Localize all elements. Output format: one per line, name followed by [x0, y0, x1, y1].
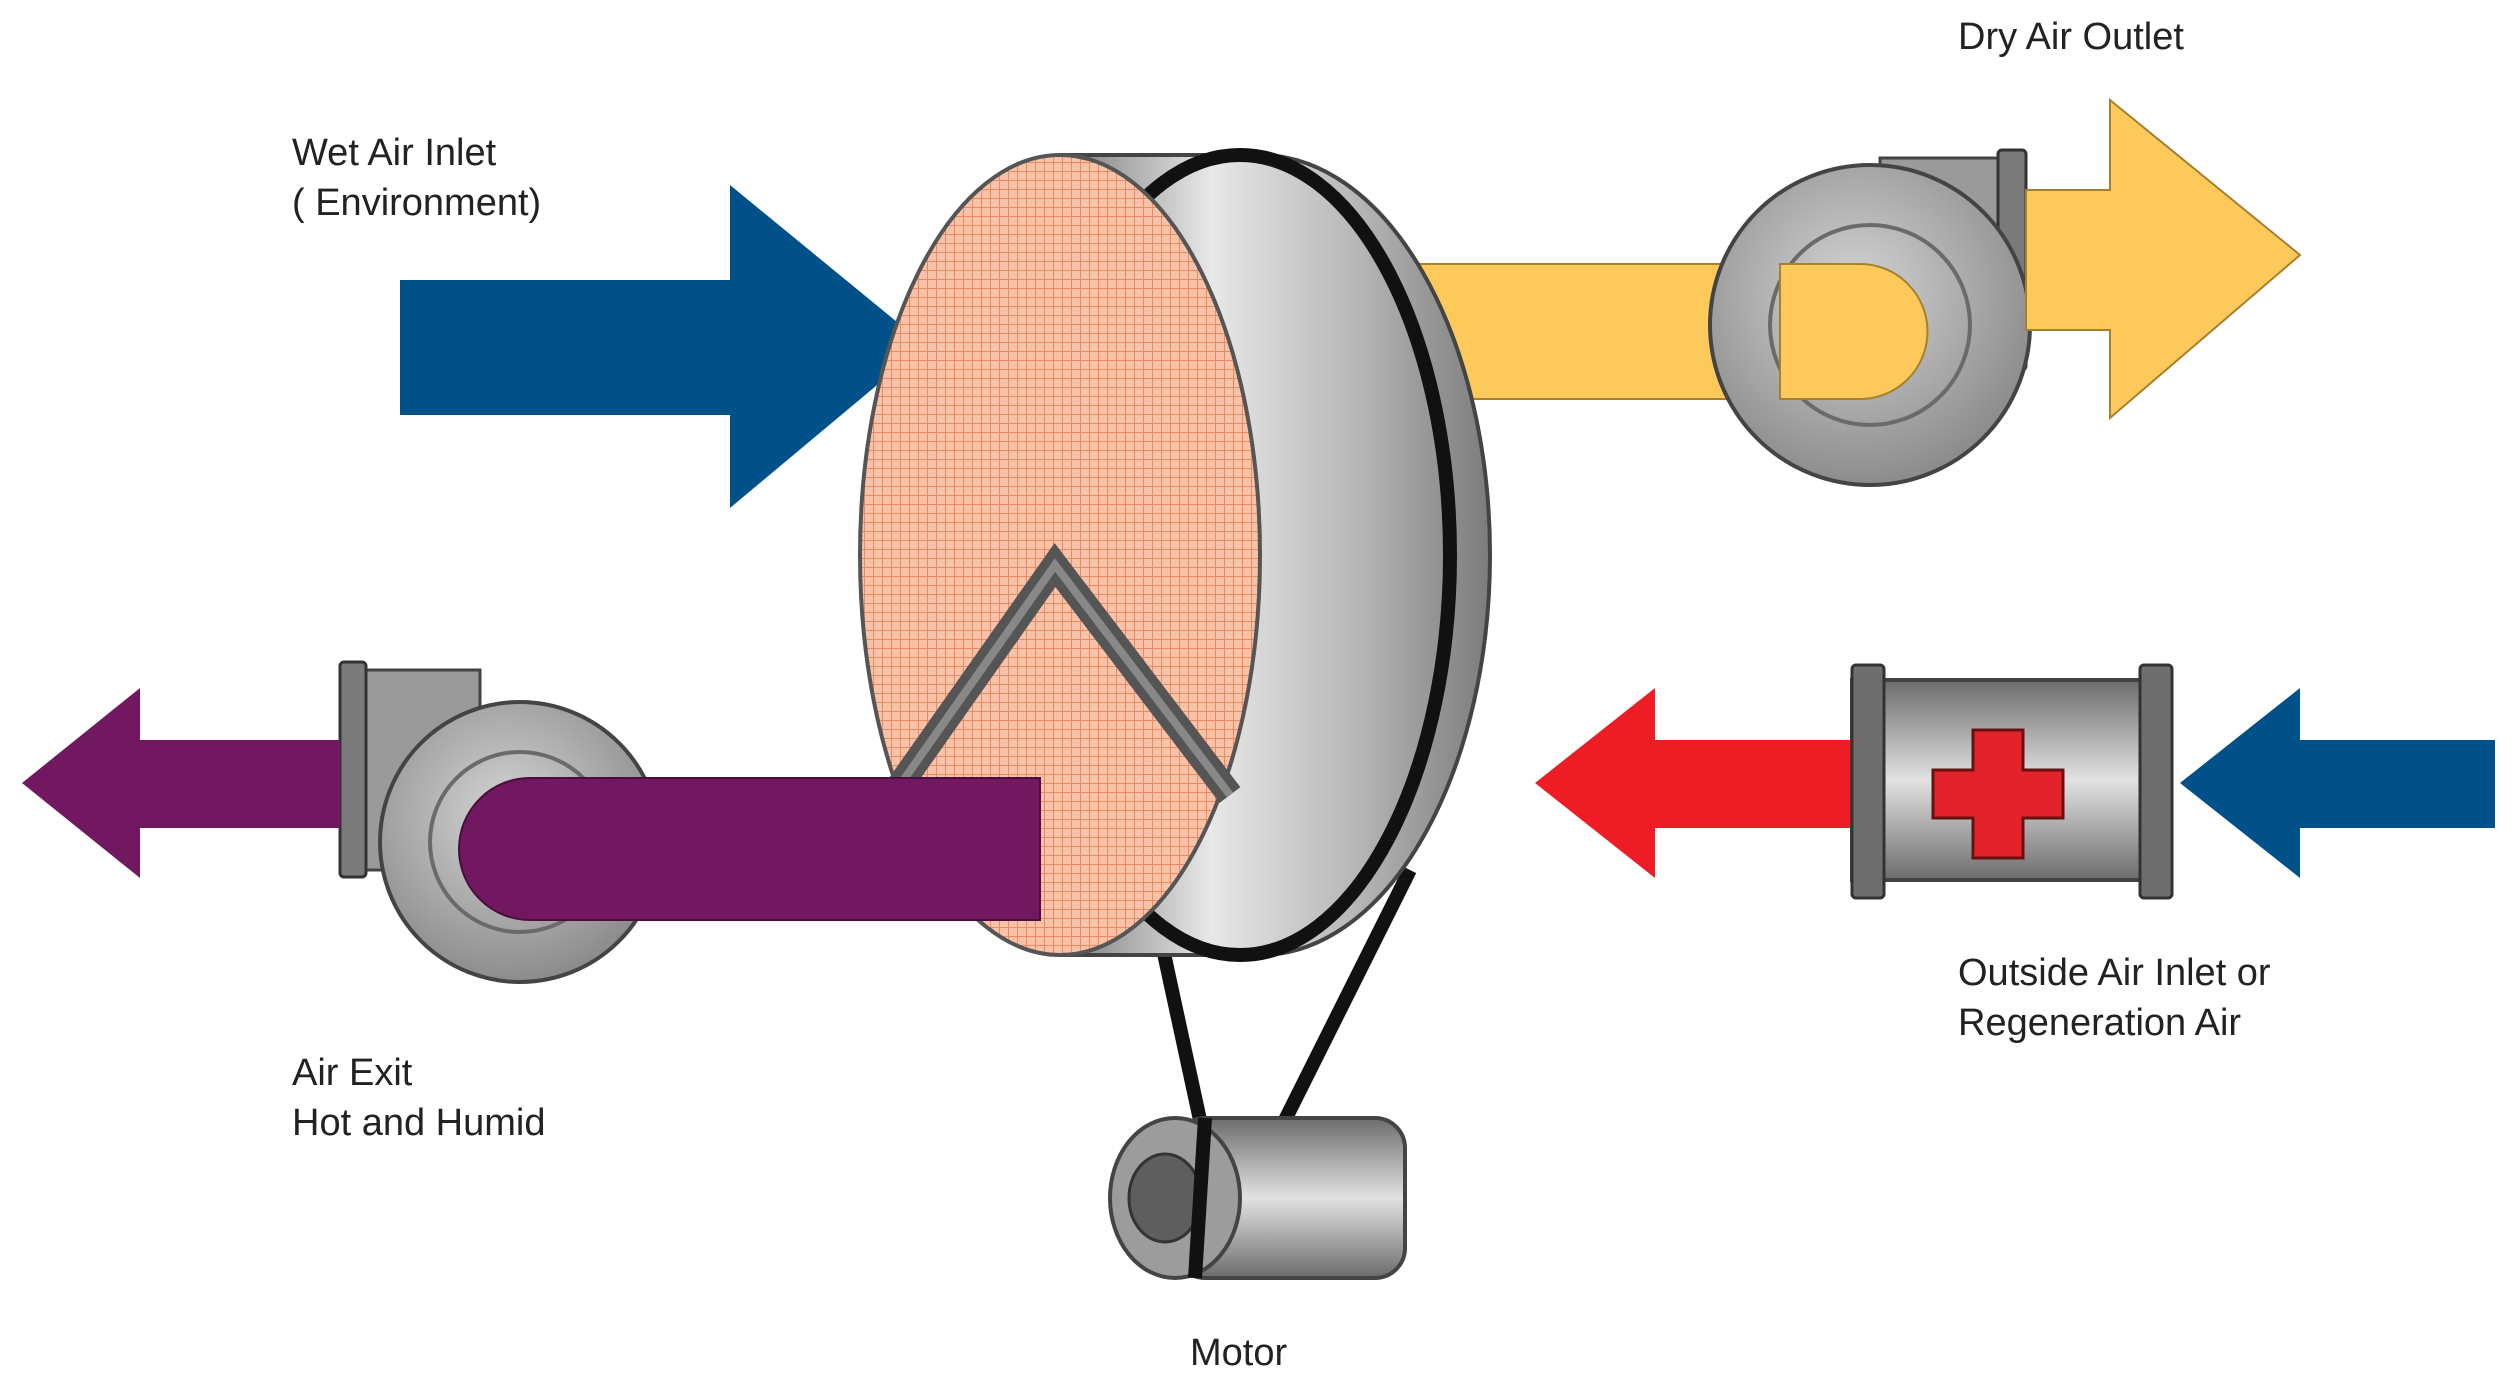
dry-air-outlet-arrow — [2025, 97, 2302, 421]
heated-air-arrow — [1535, 688, 1850, 878]
heater — [1850, 663, 2174, 900]
air-exit-label: Air Exit Hot and Humid — [292, 1052, 546, 1144]
motor — [1108, 1116, 1407, 1280]
dry-air-duct-bend — [1779, 263, 1929, 400]
motor-label: Motor — [1190, 1332, 1288, 1374]
outside-air-inlet-arrow — [2180, 688, 2495, 878]
exhaust-duct — [458, 777, 1041, 921]
air-exit-arrow — [22, 688, 340, 878]
wet-air-inlet-arrow — [400, 185, 925, 508]
dry-air-outlet-label: Dry Air Outlet — [1958, 16, 2184, 58]
outside-air-inlet-label: Outside Air Inlet or Regeneration Air — [1958, 952, 2271, 1044]
wet-air-inlet-label: Wet Air Inlet ( Environment) — [292, 132, 542, 224]
heater-cross-icon — [1931, 728, 2065, 860]
